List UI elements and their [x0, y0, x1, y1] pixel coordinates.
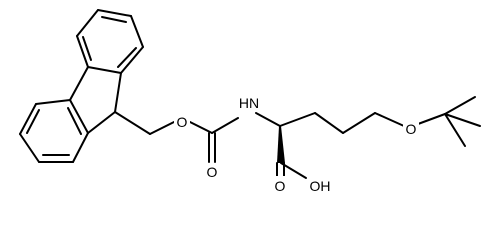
- bond: [149, 120, 177, 135]
- atom-label-O: O: [275, 178, 286, 194]
- atom-label-O: O: [177, 114, 188, 130]
- bond: [87, 66, 122, 74]
- bond: [87, 111, 116, 134]
- aromatic-inner-bond: [117, 47, 137, 68]
- stereo-wedge-bond: [277, 126, 285, 163]
- fluorene-five-ring: [69, 66, 122, 134]
- bond: [279, 112, 316, 127]
- bond: [444, 113, 466, 147]
- aromatic-inner-bond: [67, 107, 82, 135]
- bond: [69, 99, 89, 134]
- atom-label-O: O: [406, 121, 417, 137]
- bond: [314, 112, 344, 134]
- bond: [19, 103, 37, 135]
- bond: [76, 35, 89, 68]
- atom-labels: O HN O O OH O: [174, 94, 419, 195]
- bond: [76, 9, 99, 37]
- fmoc-carbamate-chain: [114, 111, 239, 163]
- amino-acid-backbone: [255, 96, 481, 179]
- bond: [72, 132, 89, 163]
- bond: [417, 113, 446, 125]
- bond: [444, 113, 481, 127]
- bond: [280, 162, 307, 179]
- atom-label-OH: OH: [310, 178, 331, 194]
- bond: [114, 111, 151, 135]
- bond: [69, 66, 89, 101]
- bond: [374, 112, 405, 127]
- bond: [114, 72, 122, 113]
- atom-label-NH: HN: [239, 95, 259, 111]
- bond: [19, 133, 40, 163]
- aromatic-inner-bond: [26, 109, 40, 134]
- bond: [97, 9, 132, 17]
- bond: [342, 112, 376, 134]
- fluorene-lower-ring: [19, 99, 89, 163]
- bond: [444, 96, 476, 115]
- fluorene-upper-ring: [76, 9, 144, 74]
- bond: [211, 117, 239, 134]
- aromatic-inner-bond: [82, 36, 92, 61]
- bond: [35, 99, 71, 105]
- aromatic-inner-bond: [101, 16, 127, 23]
- bond: [120, 46, 144, 74]
- atom-label-O: O: [207, 164, 218, 180]
- bond: [255, 112, 281, 127]
- bond: [187, 120, 213, 134]
- chemical-structure-diagram: O HN O O OH O: [19, 9, 481, 195]
- bond: [130, 15, 144, 48]
